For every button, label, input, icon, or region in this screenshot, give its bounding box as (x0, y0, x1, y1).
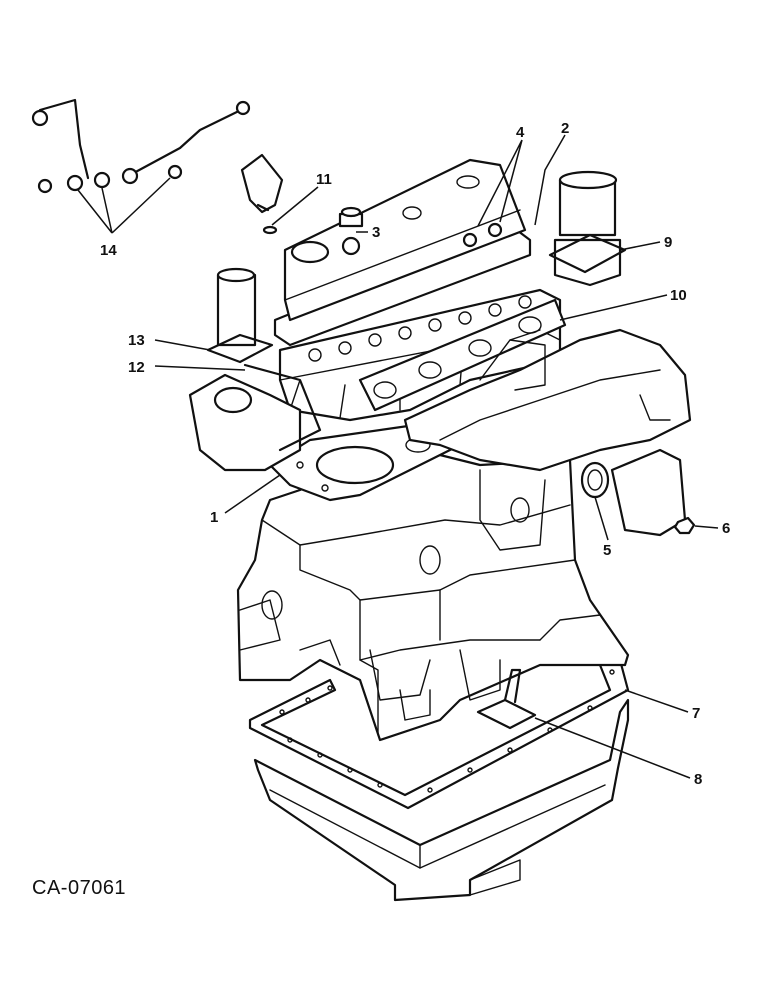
intake-elbow (548, 170, 627, 287)
callout-2: 2 (561, 120, 569, 137)
engine-block (236, 453, 630, 742)
callout-13: 13 (128, 332, 145, 349)
callout-labels: 1 2 3 4 5 6 7 8 9 10 11 12 13 14 (100, 120, 730, 788)
nut (673, 516, 696, 535)
callout-5: 5 (603, 542, 611, 559)
callout-1: 1 (210, 509, 218, 526)
filler-cap (338, 206, 364, 228)
callout-4: 4 (516, 124, 525, 141)
oil-pan-gasket (248, 658, 630, 810)
fuel-injector (240, 153, 284, 235)
callout-7: 7 (692, 705, 700, 722)
fuel-line (31, 98, 251, 194)
drawing-code: CA-07061 (32, 877, 126, 899)
thermostat-housing (206, 267, 274, 364)
exhaust-manifold (403, 328, 692, 472)
water-pump (188, 363, 322, 472)
callout-10: 10 (670, 287, 687, 304)
callout-3: 3 (372, 224, 380, 241)
callout-9: 9 (664, 234, 672, 251)
leader-lines (77, 134, 719, 779)
oil-seal (580, 461, 610, 499)
oil-strainer (476, 668, 537, 730)
callout-14: 14 (100, 242, 117, 259)
rocker-cover (283, 158, 527, 322)
callout-11: 11 (316, 171, 332, 188)
exhaust-manifold-gasket (358, 298, 567, 412)
callout-8: 8 (694, 771, 702, 788)
callout-6: 6 (722, 520, 730, 537)
callout-12: 12 (128, 359, 145, 376)
oil-pan (253, 698, 630, 902)
